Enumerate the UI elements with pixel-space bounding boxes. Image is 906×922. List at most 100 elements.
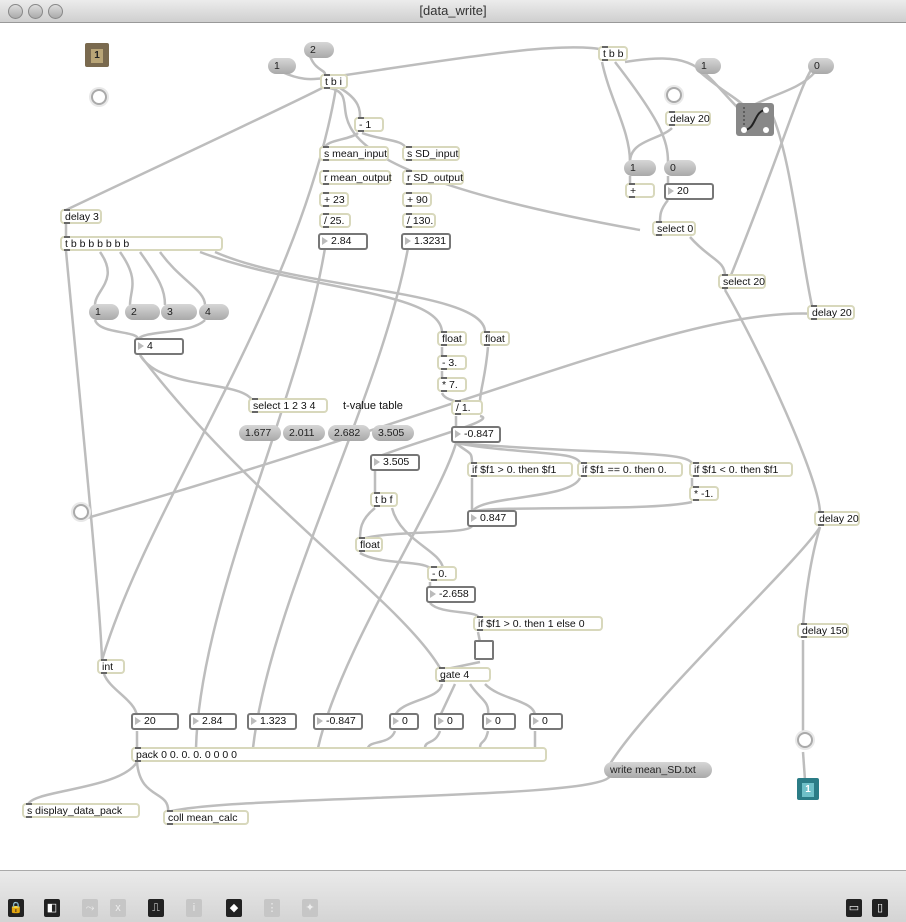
number-box-p2[interactable]: 2.84 [189,713,237,730]
number-box-num284[interactable]: 2.84 [318,233,368,250]
object-box-div130[interactable]: / 130. [402,213,436,228]
patcher-inlet[interactable]: 1 [85,43,109,67]
object-box-sdisplay[interactable]: s display_data_pack [22,803,140,818]
presentation-icon[interactable]: ⎍ [148,899,164,917]
close-icon[interactable]: x [110,899,126,917]
curve-icon [741,107,769,133]
object-box-select0[interactable]: select 0 [652,221,696,236]
object-box-float2[interactable]: float [480,331,510,346]
object-box-div25[interactable]: / 25. [319,213,351,228]
object-box-timesneg1[interactable]: * -1. [689,486,719,501]
number-box-p5[interactable]: 0 [389,713,419,730]
message-box-t1[interactable]: 1.677 [239,425,281,441]
message-box-t3[interactable]: 2.682 [328,425,370,441]
number-box-p6[interactable]: 0 [434,713,464,730]
close-window-button[interactable] [8,4,23,19]
object-box-ssd[interactable]: s SD_input [402,146,460,161]
number-box-numneg0847[interactable]: -0.847 [451,426,501,443]
message-box-msg2a[interactable]: 2 [304,42,334,58]
object-box-rsd[interactable]: r SD_output [402,170,464,185]
object-box-ifgt1[interactable]: if $f1 > 0. then 1 else 0 [473,616,603,631]
object-box-minus1[interactable]: - 1 [354,117,384,132]
object-box-delay150[interactable]: delay 150 [797,623,849,638]
patch-cords-icon[interactable]: ⤳ [82,899,98,917]
number-box-num20[interactable]: 20 [664,183,714,200]
clue-icon[interactable]: ✦ [302,899,318,917]
message-box-t4[interactable]: 3.505 [372,425,414,441]
object-box-tbf[interactable]: t b f [370,492,398,507]
object-box-ifgt[interactable]: if $f1 > 0. then $f1 [467,462,573,477]
message-box-write[interactable]: write mean_SD.txt [604,762,712,778]
minimize-window-button[interactable] [28,4,43,19]
bang-button[interactable] [91,89,107,105]
object-box-times7[interactable]: * 7. [437,377,467,392]
message-box-msg1c[interactable]: 1 [624,160,656,176]
object-box-pack[interactable]: pack 0 0. 0. 0. 0 0 0 0 [131,747,547,762]
message-box-m2[interactable]: 2 [125,304,160,320]
lock-icon[interactable]: 🔒 [8,899,24,917]
object-box-coll[interactable]: coll mean_calc [163,810,249,825]
message-box-m3[interactable]: 3 [161,304,197,320]
new-object-icon[interactable]: ◧ [44,899,60,917]
number-box-num3505[interactable]: 3.505 [370,454,420,471]
message-box-msg0c[interactable]: 0 [664,160,696,176]
object-box-minus0[interactable]: - 0. [427,566,457,581]
toggle[interactable] [474,640,494,660]
object-box-float1[interactable]: float [437,331,467,346]
number-box-p8[interactable]: 0 [529,713,563,730]
object-box-minus3[interactable]: - 3. [437,355,467,370]
message-box-msg1a[interactable]: 1 [268,58,296,74]
message-box-t2[interactable]: 2.011 [283,425,325,441]
object-box-plus[interactable]: + [625,183,655,198]
object-box-iflt[interactable]: if $f1 < 0. then $f1 [689,462,793,477]
zoom-window-button[interactable] [48,4,63,19]
function-curve-box[interactable] [736,103,774,136]
object-box-select1234[interactable]: select 1 2 3 4 [248,398,328,413]
number-box-p1[interactable]: 20 [131,713,179,730]
bang-button[interactable] [73,504,89,520]
object-box-delay20c[interactable]: delay 20 [814,511,860,526]
message-box-msg0b[interactable]: 0 [808,58,834,74]
message-box-m4[interactable]: 4 [199,304,229,320]
number-box-p7[interactable]: 0 [482,713,516,730]
object-box-plus23[interactable]: + 23 [319,192,349,207]
object-box-delay3[interactable]: delay 3 [60,209,102,224]
port-number: 1 [91,49,103,63]
patcher-outlet[interactable]: 1 [797,778,819,800]
number-box-p4[interactable]: -0.847 [313,713,363,730]
info-icon[interactable]: i [186,899,202,917]
message-box-m1[interactable]: 1 [89,304,119,320]
object-box-smean[interactable]: s mean_input [319,146,389,161]
snap-icon[interactable]: ◆ [226,899,242,917]
object-box-div1[interactable]: / 1. [451,400,483,415]
object-box-tbbbbbbb[interactable]: t b b b b b b b [60,236,223,251]
bang-button[interactable] [797,732,813,748]
patcher-toolbar: 🔒 ◧ ⤳ x ⎍ i ◆ ⋮ ✦ ▭ ▯ [0,870,906,922]
object-box-tbb[interactable]: t b b [598,46,628,61]
object-box-rmean[interactable]: r mean_output [319,170,392,185]
number-box-num13231[interactable]: 1.3231 [401,233,451,250]
bang-button[interactable] [666,87,682,103]
object-box-int[interactable]: int [97,659,125,674]
number-box-num0847[interactable]: 0.847 [467,510,517,527]
patch-cords [26,46,831,814]
object-box-tbi[interactable]: t b i [320,74,348,89]
number-box-num4[interactable]: 4 [134,338,184,355]
port-number: 1 [802,783,814,797]
number-box-numneg2658[interactable]: -2.658 [426,586,476,603]
object-box-plus90[interactable]: + 90 [402,192,432,207]
presentation-view-icon[interactable]: ▯ [872,899,888,917]
patcher-view-icon[interactable]: ▭ [846,899,862,917]
object-box-delay20b[interactable]: delay 20 [807,305,855,320]
object-box-ifeq[interactable]: if $f1 == 0. then 0. [577,462,683,477]
window-title: [data_write] [419,3,487,18]
title-bar: [data_write] [0,0,906,23]
object-box-float3[interactable]: float [355,537,383,552]
grid-icon[interactable]: ⋮ [264,899,280,917]
object-box-delay20a[interactable]: delay 20 [665,111,711,126]
object-box-gate4[interactable]: gate 4 [435,667,491,682]
message-box-msg1b[interactable]: 1 [695,58,721,74]
number-box-p3[interactable]: 1.323 [247,713,297,730]
object-box-select20[interactable]: select 20 [718,274,766,289]
